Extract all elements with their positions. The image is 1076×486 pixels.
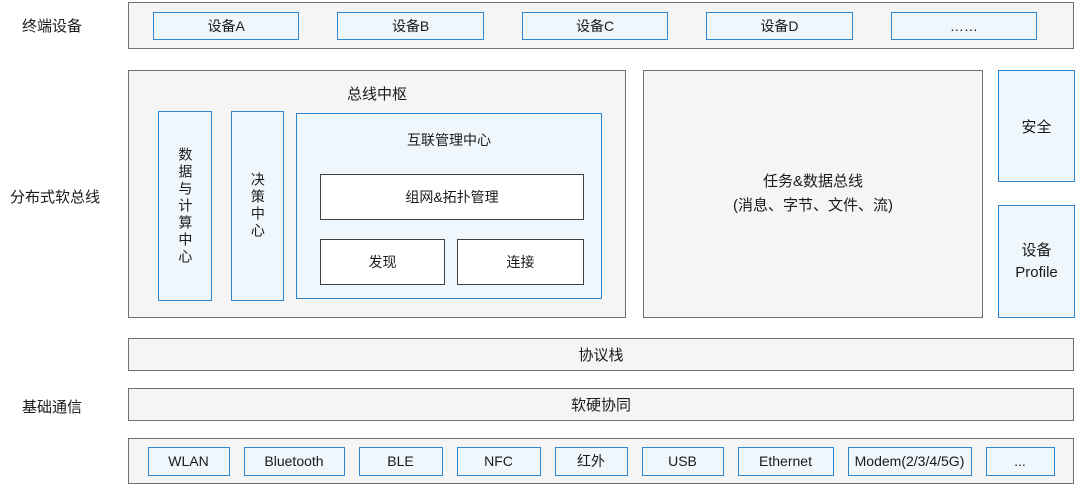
device-box-b: 设备B [337, 11, 484, 40]
connectivity-row: WLAN Bluetooth BLE NFC 红外 USB Ethernet M… [128, 438, 1074, 484]
label-basic-communication: 基础通信 [22, 399, 83, 416]
decision-center-box: 决策中心 [231, 111, 284, 301]
connectivity-box-wlan: WLAN [147, 446, 230, 476]
connectivity-box-bluetooth: Bluetooth [243, 446, 345, 476]
task-data-bus-panel: 任务&数据总线 (消息、字节、文件、流) [643, 70, 983, 318]
connectivity-box-modem: Modem(2/3/4/5G) [847, 446, 972, 476]
device-profile-line2: Profile [1015, 263, 1058, 281]
bus-hub-panel: 总线中枢 数据与计算中心 决策中心 互联管理中心 组网&拓扑管理 发现 连接 [128, 70, 626, 318]
connectivity-box-more: ... [985, 446, 1055, 476]
connectivity-box-ethernet: Ethernet [737, 446, 834, 476]
decision-center-label: 决策中心 [249, 172, 266, 240]
data-compute-center-box: 数据与计算中心 [158, 111, 212, 301]
terminal-devices-row: 设备A 设备B 设备C 设备D …… [128, 2, 1074, 49]
discovery-box: 发现 [320, 239, 445, 285]
device-profile-box: 设备 Profile [998, 205, 1075, 318]
bus-hub-title: 总线中枢 [346, 86, 407, 103]
device-profile-line1: 设备 [1021, 241, 1052, 259]
software-hardware-collab-bar: 软硬协同 [128, 388, 1074, 421]
task-data-bus-line2: (消息、字节、文件、流) [733, 197, 893, 214]
connection-box: 连接 [457, 239, 584, 285]
label-terminal-devices: 终端设备 [22, 18, 83, 35]
security-box: 安全 [998, 70, 1075, 182]
interconnect-mgmt-center-title: 互联管理中心 [407, 132, 491, 148]
connectivity-box-usb: USB [641, 446, 724, 476]
device-box-more: …… [890, 11, 1038, 40]
networking-topology-mgmt-box: 组网&拓扑管理 [320, 174, 584, 220]
connectivity-box-infrared: 红外 [554, 446, 628, 476]
device-box-a: 设备A [153, 11, 300, 40]
connectivity-box-ble: BLE [358, 446, 443, 476]
connectivity-box-nfc: NFC [456, 446, 541, 476]
interconnect-mgmt-center-box: 互联管理中心 组网&拓扑管理 发现 连接 [296, 113, 602, 299]
task-data-bus-line1: 任务&数据总线 [762, 173, 863, 190]
data-compute-center-label: 数据与计算中心 [177, 146, 194, 266]
protocol-stack-bar: 协议栈 [128, 338, 1074, 371]
label-distributed-softbus: 分布式软总线 [10, 189, 101, 206]
device-box-d: 设备D [706, 11, 853, 40]
device-box-c: 设备C [521, 11, 669, 40]
